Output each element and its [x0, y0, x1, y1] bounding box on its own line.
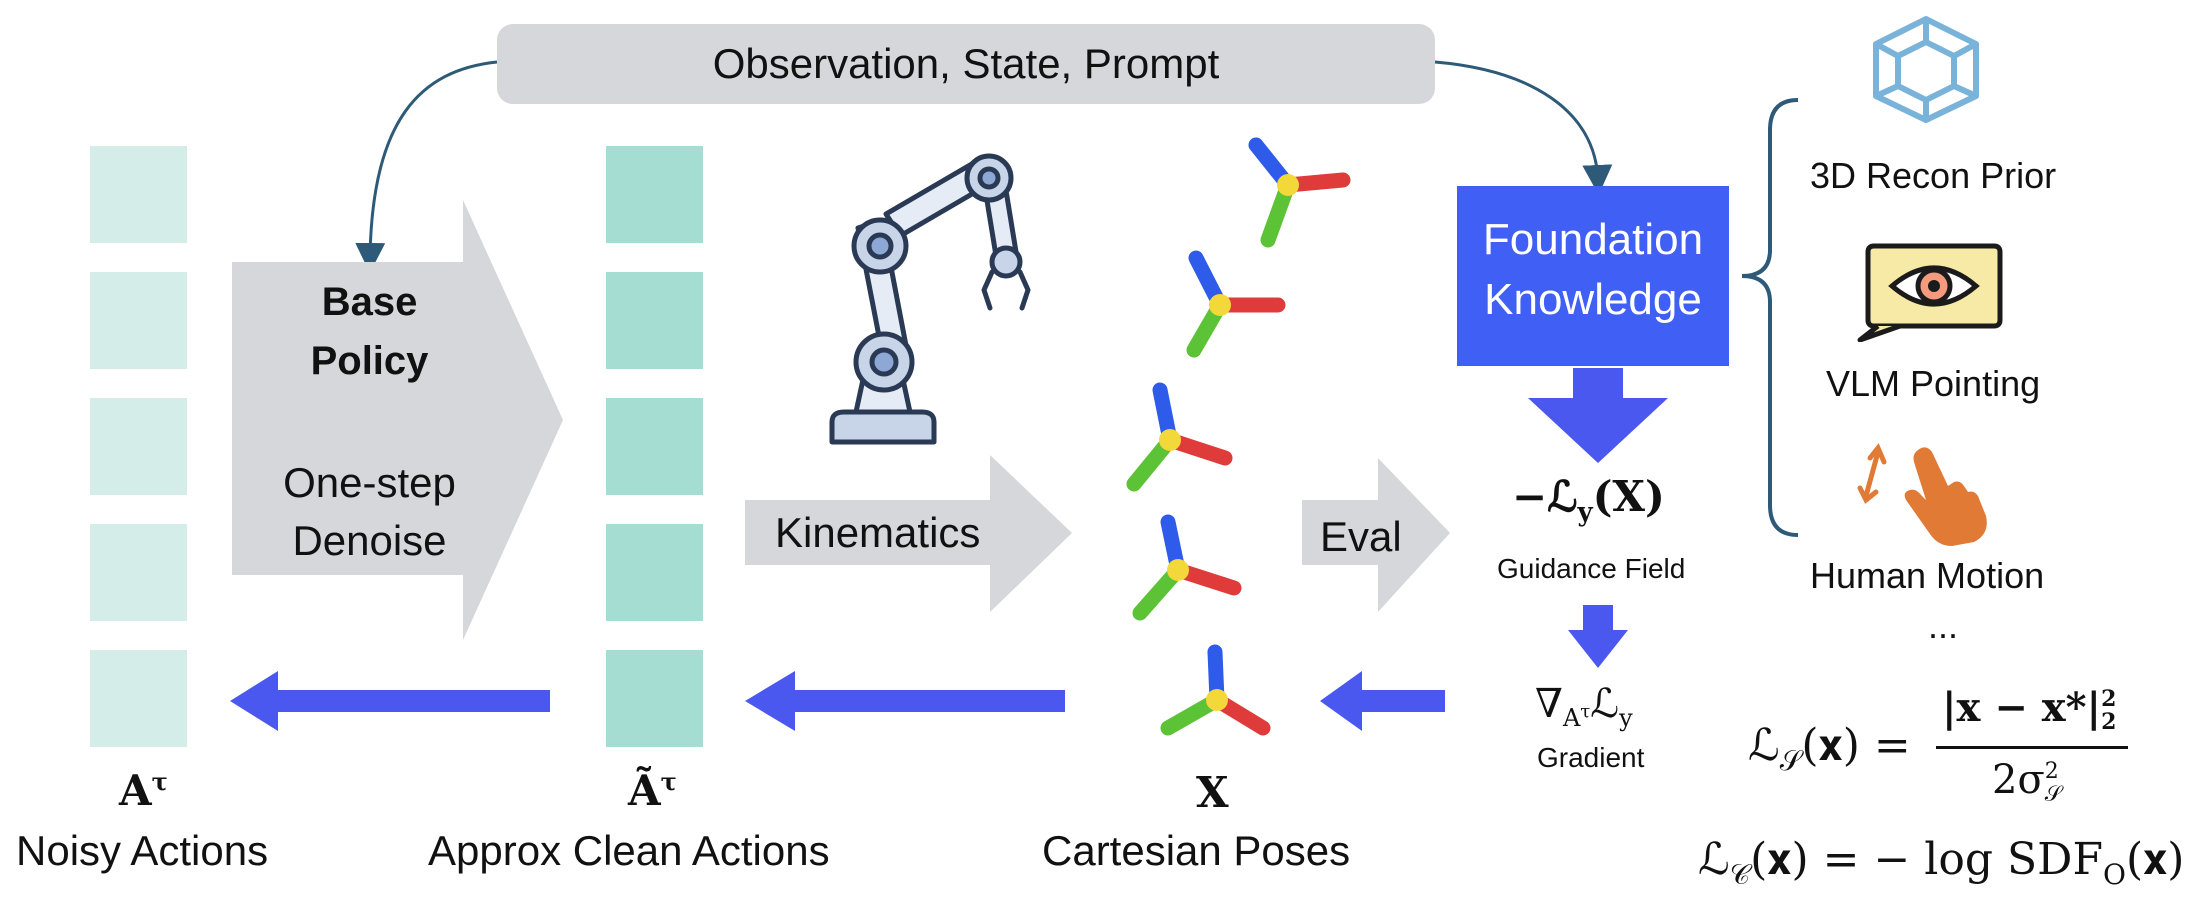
- prior-label-3: Human Motion: [1810, 555, 2045, 596]
- foundation-knowledge-box: [1457, 186, 1729, 366]
- cartesian-poses-symbol: X: [1196, 768, 1229, 817]
- pose-frame-3: [1126, 382, 1233, 492]
- curve-to-policy: [355, 60, 498, 273]
- action-block: [606, 146, 703, 243]
- action-block: [90, 650, 187, 747]
- cube-icon: [1873, 16, 1979, 123]
- equation-ls-lhs: ℒ𝒮(𝐱) =: [1748, 720, 1911, 777]
- prior-label-2: VLM Pointing: [1826, 363, 2041, 404]
- back-arrow-3: [230, 671, 550, 731]
- action-block: [606, 650, 703, 747]
- action-block: [606, 398, 703, 495]
- action-block: [606, 524, 703, 621]
- base-policy-arrow: [232, 200, 563, 640]
- prompt-bar: [497, 24, 1435, 104]
- base-policy-title-1: Base: [321, 280, 418, 324]
- action-block: [90, 146, 187, 243]
- kinematics-label: Kinematics: [775, 509, 981, 556]
- noisy-actions-label: Noisy Actions: [16, 827, 269, 874]
- clean-actions-symbol: Ãτ: [628, 766, 677, 815]
- prompt-bar-label: Observation, State, Prompt: [712, 40, 1220, 87]
- noisy-actions-symbol: Aτ: [119, 766, 168, 815]
- action-block: [90, 272, 187, 369]
- robot-arm-icon: [829, 153, 1031, 445]
- action-block: [90, 524, 187, 621]
- priors-more: ...: [1928, 605, 1959, 646]
- guidance-caption: Guidance Field: [1497, 553, 1686, 584]
- back-arrow-2: [745, 671, 1065, 731]
- pose-frame-5: [1160, 644, 1271, 736]
- action-block: [90, 398, 187, 495]
- foundation-line-2: Knowledge: [1484, 275, 1702, 324]
- down-arrow-big: [1528, 368, 1668, 463]
- eye-screen-icon: [1857, 243, 2003, 342]
- eval-label: Eval: [1320, 513, 1402, 560]
- equation-ls-fraction-bar: [1936, 746, 2128, 749]
- pose-frame-2: [1186, 250, 1286, 358]
- hand-swipe-icon: [1857, 443, 1987, 546]
- eval-arrow: [1302, 458, 1450, 612]
- action-block: [606, 272, 703, 369]
- cartesian-poses-label: Cartesian Poses: [1042, 827, 1351, 874]
- kinematics-arrow: [745, 455, 1072, 612]
- equation-lc: ℒ𝒞(𝐱) = − log SDFO(𝐱): [1698, 834, 2185, 891]
- foundation-line-1: Foundation: [1482, 215, 1704, 264]
- down-arrow-small: [1568, 605, 1628, 668]
- base-policy-sub-2: Denoise: [292, 517, 447, 564]
- clean-actions-label: Approx Clean Actions: [428, 827, 830, 874]
- curve-to-foundation: [1434, 60, 1613, 195]
- pose-frame-1: [1248, 137, 1351, 248]
- gradient-caption: Gradient: [1537, 742, 1645, 773]
- base-policy-title-2: Policy: [310, 339, 429, 383]
- guidance-loss: −ℒy(X): [1512, 472, 1665, 528]
- base-policy-sub-1: One-step: [283, 459, 456, 506]
- prior-label-1: 3D Recon Prior: [1810, 155, 2057, 196]
- back-arrow-1: [1320, 671, 1445, 731]
- pose-frame-4: [1132, 514, 1242, 621]
- gradient-expression: ∇Aτℒy: [1535, 681, 1633, 732]
